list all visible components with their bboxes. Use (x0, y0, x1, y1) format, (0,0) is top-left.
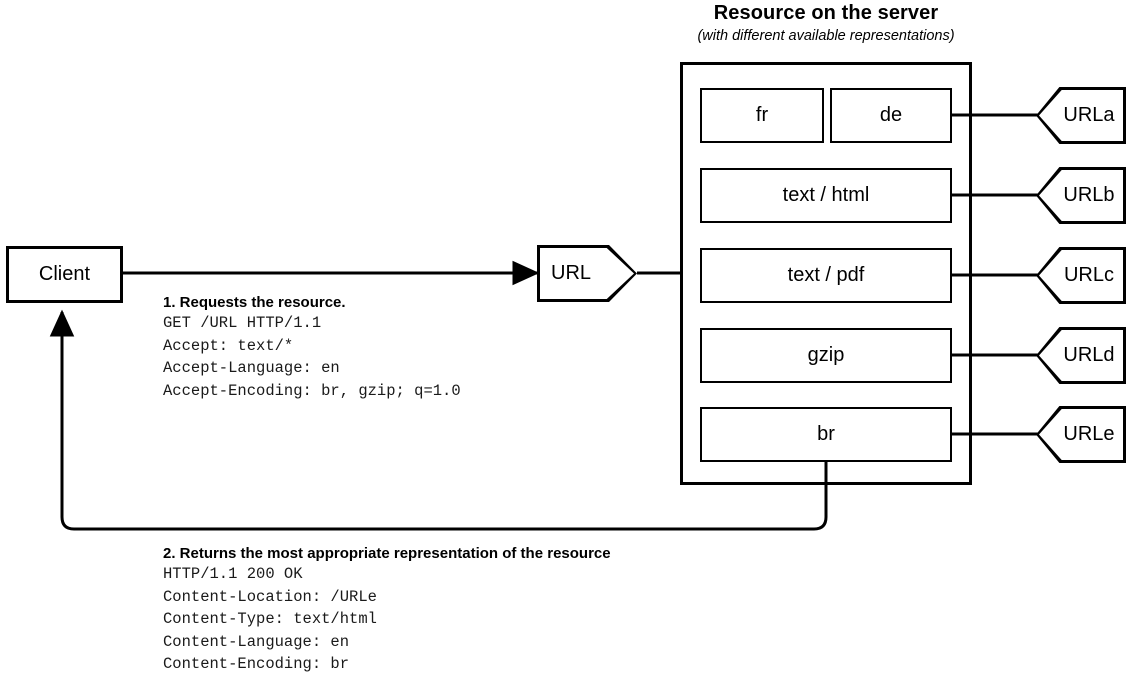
request-note-line-1: GET /URL HTTP/1.1 (163, 314, 322, 332)
representation-label: text / pdf (787, 264, 865, 286)
request-url-label: URL (551, 262, 592, 284)
url-shape-d[interactable]: URLd (1036, 327, 1126, 384)
representation-label: text / html (782, 184, 870, 206)
representation-label: de (879, 104, 903, 126)
response-note-line-5: Content-Encoding: br (163, 655, 350, 673)
representation-label: gzip (807, 344, 845, 366)
request-note-line-4: Accept-Encoding: br, gzip; q=1.0 (163, 381, 461, 400)
request-note-line-3: Accept-Language: en (163, 359, 340, 377)
representation-box-de[interactable]: de (830, 88, 952, 143)
url-label: URLa (1063, 104, 1115, 126)
request-note-line-2: Accept: text/* (163, 336, 294, 355)
url-shape-a[interactable]: URLa (1036, 87, 1126, 144)
request-note-title: 1. Requests the resource. (163, 294, 346, 311)
url-label: URLb (1063, 184, 1115, 206)
representation-box-text-pdf[interactable]: text / pdf (700, 248, 952, 303)
representation-label: fr (755, 104, 769, 126)
url-shape-e[interactable]: URLe (1036, 406, 1126, 463)
server-subtitle: (with different available representation… (697, 28, 955, 44)
response-note-line-1: HTTP/1.1 200 OK (163, 565, 303, 583)
url-label: URLc (1063, 264, 1114, 286)
response-note-title: 2. Returns the most appropriate represen… (163, 545, 611, 562)
request-url-shape[interactable]: URL (537, 245, 637, 302)
response-note: 2. Returns the most appropriate represen… (163, 545, 611, 676)
representation-box-gzip[interactable]: gzip (700, 328, 952, 383)
representation-label: br (817, 423, 835, 445)
representation-box-text-html[interactable]: text / html (700, 168, 952, 223)
client-label: Client (38, 263, 91, 285)
url-shape-b[interactable]: URLb (1036, 167, 1126, 224)
request-note: 1. Requests the resource. GET /URL HTTP/… (163, 294, 461, 402)
client-node[interactable]: Client (6, 246, 123, 303)
url-label: URLe (1063, 423, 1115, 445)
response-note-line-2: Content-Location: /URLe (163, 587, 377, 606)
server-title: Resource on the server (713, 2, 939, 24)
url-shape-c[interactable]: URLc (1036, 247, 1126, 304)
response-note-line-4: Content-Language: en (163, 632, 350, 651)
url-label: URLd (1063, 344, 1115, 366)
representation-box-br[interactable]: br (700, 407, 952, 462)
response-note-line-3: Content-Type: text/html (163, 610, 377, 628)
server-container (680, 62, 972, 485)
representation-box-fr[interactable]: fr (700, 88, 824, 143)
